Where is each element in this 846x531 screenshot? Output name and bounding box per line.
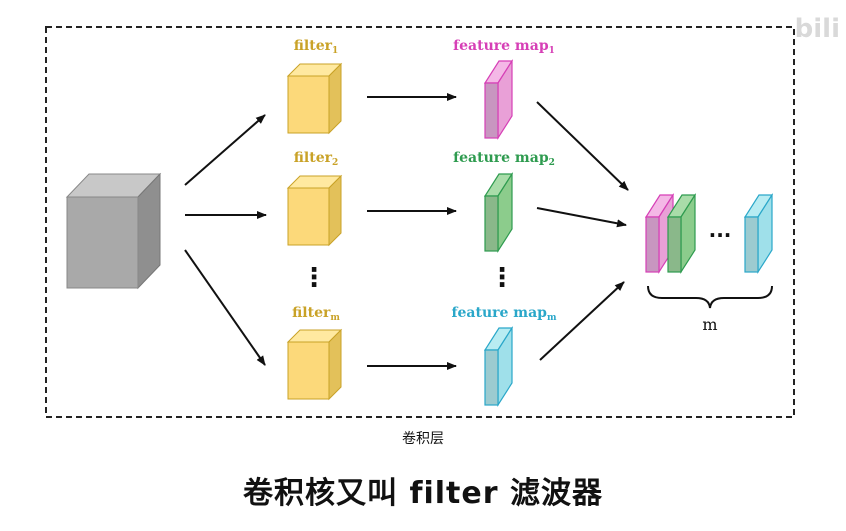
watermark-logo: bili <box>794 14 840 44</box>
filter-cube-2 <box>286 174 343 247</box>
feature-vertical-ellipsis: ⋮ <box>489 263 515 293</box>
feature-label-2: feature map2 <box>453 150 555 168</box>
output-map-m <box>743 192 774 275</box>
filter-label-m: filterm <box>292 305 340 323</box>
filter-label-1: filter1 <box>294 38 339 56</box>
feature-label-m: feature mapm <box>451 305 556 323</box>
feature-map-m <box>483 325 514 408</box>
filter-cube-m <box>286 328 343 401</box>
stack-count-label: m <box>702 315 717 334</box>
layer-caption: 卷积层 <box>402 431 444 447</box>
input-cube <box>65 172 162 290</box>
arrow-featurem-stack <box>539 281 625 361</box>
output-map-2 <box>666 192 697 275</box>
arrow-feature1-stack <box>536 101 629 191</box>
feature-map-1 <box>483 58 514 141</box>
filter-label-2: filter2 <box>294 150 339 168</box>
conv-layer-frame <box>45 26 795 418</box>
feature-label-1: feature map1 <box>453 38 555 56</box>
arrow-feature2-stack <box>536 207 627 228</box>
filter-cube-1 <box>286 62 343 135</box>
filter-vertical-ellipsis: ⋮ <box>301 263 327 293</box>
video-subtitle: 卷积核又叫 filter 滤波器 <box>243 476 603 511</box>
output-horizontal-ellipsis: ··· <box>709 223 732 247</box>
arrow-input-filterm <box>184 249 266 366</box>
stack-brace <box>647 285 773 309</box>
arrow-input-filter1 <box>184 114 266 186</box>
feature-map-2 <box>483 171 514 254</box>
